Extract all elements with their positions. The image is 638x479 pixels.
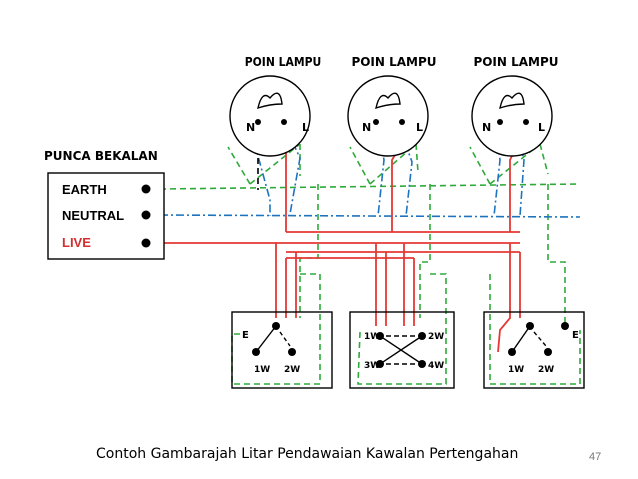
switch3-1w-label: 1W (508, 365, 524, 375)
switch1-1w-label: 1W (254, 365, 270, 375)
switch3-2w-label: 2W (538, 365, 554, 375)
lamp-point-1 (229, 75, 311, 157)
lamp2-live-label: L (416, 121, 423, 134)
lamp1-neutral-label: N (246, 121, 255, 134)
lamp-title-1: POIN LAMPU (245, 55, 322, 69)
lamp-title-3: POIN LAMPU (473, 55, 558, 69)
lamp3-live-label: L (538, 121, 545, 134)
switch-1 (231, 311, 333, 389)
diagram-caption: Contoh Gambarajah Litar Pendawaian Kawal… (96, 446, 519, 462)
supply-live-label: LIVE (62, 235, 91, 250)
switch1-earth-label: E (242, 330, 249, 341)
supply-earth-terminal (141, 184, 151, 194)
lamp3-neutral-label: N (482, 121, 491, 134)
lamp-point-2 (347, 75, 429, 157)
lamp2-neutral-label: N (362, 121, 371, 134)
live-wiring (160, 117, 531, 353)
earth-wiring (159, 143, 581, 385)
switch2-2w-label: 2W (428, 332, 444, 342)
switch2-3w-label: 3W (364, 361, 380, 371)
switch-2-intermediate (349, 311, 455, 389)
supply-neutral-terminal (141, 210, 151, 220)
page-number: 47 (589, 451, 602, 463)
switch-3 (483, 311, 585, 389)
supply-neutral-label: NEUTRAL (62, 208, 124, 223)
switch1-2w-label: 2W (284, 365, 300, 375)
switch3-earth-label: E (572, 330, 579, 341)
supply-title: PUNCA BEKALAN (44, 149, 158, 163)
lamp1-live-label: L (302, 121, 309, 134)
supply-earth-label: EARTH (62, 182, 107, 197)
supply-live-terminal (141, 238, 151, 248)
switch2-1w-label: 1W (364, 332, 380, 342)
switch2-4w-label: 4W (428, 361, 444, 371)
lamp-title-2: POIN LAMPU (351, 55, 436, 69)
lamp-point-3 (471, 75, 553, 157)
